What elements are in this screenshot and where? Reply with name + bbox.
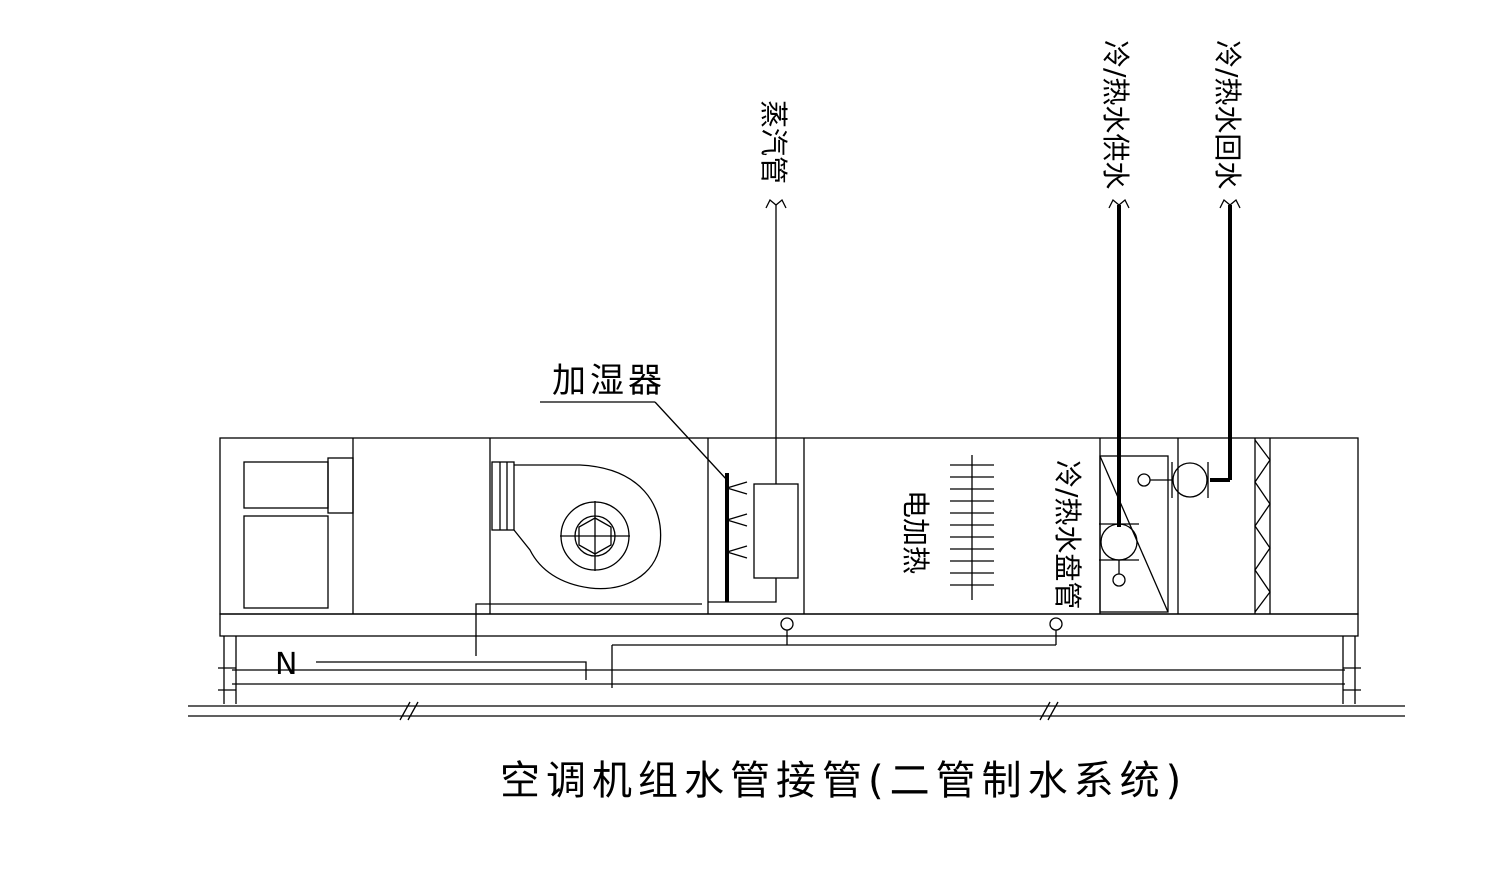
- ahu-casing: [219, 437, 1359, 637]
- supply-water-label: 冷/热水供水: [1099, 40, 1132, 189]
- electric-heater-label: 电加热: [899, 490, 932, 574]
- humidifier-label: 加湿器: [552, 361, 666, 401]
- damper-section: [243, 457, 354, 609]
- diagram-title: 空调机组水管接管(二管制水系统): [500, 758, 1188, 804]
- fan-icon: [491, 461, 662, 590]
- drain-pipe: [316, 603, 1063, 688]
- return-water-label: 冷/热水回水: [1211, 40, 1244, 189]
- base-frame: [188, 636, 1405, 721]
- steam-pipe: [765, 198, 787, 484]
- coil-icon: [1099, 198, 1241, 613]
- humidifier-icon: [540, 401, 799, 603]
- steam-pipe-label: 蒸汽管: [757, 100, 790, 184]
- north-label: N: [275, 647, 297, 682]
- filter-icon: [1254, 439, 1271, 613]
- coil-label: 冷/热水盘管: [1051, 460, 1084, 609]
- electric-heater-icon: [950, 455, 994, 600]
